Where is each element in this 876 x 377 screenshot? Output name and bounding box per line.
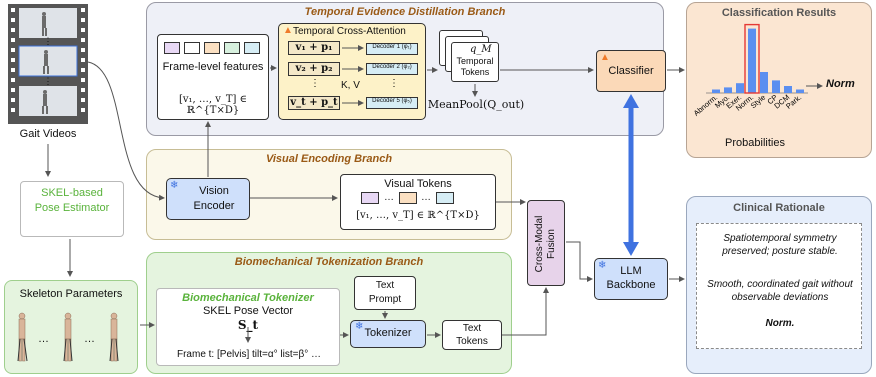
bio-tokenizer-title: Biomechanical Tokenizer — [182, 292, 314, 304]
classification-output: Norm — [826, 78, 855, 90]
fusion-box — [527, 200, 565, 286]
llm-box — [594, 258, 668, 300]
frame-line: Frame t: [Pelvis] tilt=α° list=β° … — [176, 349, 321, 360]
tokenizer-box — [350, 320, 426, 348]
vision-encoder-label: Vision Encoder — [193, 185, 235, 212]
chart-bar-park — [796, 89, 804, 93]
visual-branch-title: Visual Encoding Branch — [265, 153, 393, 165]
feature-chip-4 — [224, 42, 240, 54]
chart-bar-exer — [736, 83, 744, 93]
s-t-label: S_t — [237, 318, 259, 332]
flame-icon-attention: ▲ — [283, 25, 293, 36]
meanpool-label: MeanPool(Q_out) — [427, 98, 525, 111]
gait-videos-label: Gait Videos — [19, 128, 77, 140]
classifier-label: Classifier — [608, 65, 654, 77]
chart-bar-myo — [724, 87, 732, 93]
chart-bar-style — [760, 72, 768, 93]
rationale-verdict: Norm. — [765, 318, 795, 329]
temporal-tokens-label: Temporal Tokens — [456, 56, 494, 77]
dots-left: ⋮ — [310, 78, 320, 89]
skeleton-ellipsis-2: … — [84, 333, 95, 345]
vision-encoder-box — [166, 178, 250, 220]
feature-chip-2 — [184, 42, 200, 54]
cross-attention-title: Temporal Cross-Attention — [293, 26, 406, 37]
query-box-3 — [288, 96, 340, 110]
query-box-1 — [288, 41, 340, 55]
feature-chip-1 — [164, 42, 180, 54]
temporal-branch-title: Temporal Evidence Distillation Branch — [304, 6, 506, 18]
snowflake-icon-llm: ❄ — [598, 260, 607, 271]
svg-text:⋮: ⋮ — [44, 76, 53, 86]
bio-branch-title: Biomechanical Tokenization Branch — [234, 256, 424, 268]
classifier-box — [596, 50, 666, 92]
pose-estimator-label: SKEL-based Pose Estimator — [34, 187, 110, 214]
text-tokens-label: Text Tokens — [456, 323, 488, 347]
text-prompt-box — [354, 276, 416, 310]
text-prompt-label: Text Prompt — [368, 280, 402, 305]
visual-chip-3 — [436, 192, 454, 204]
decoder-label-3: Decoder 5 (φ₅) — [372, 98, 412, 104]
rationale-title: Clinical Rationale — [733, 202, 825, 214]
pose-vector-label: SKEL Pose Vector — [202, 305, 294, 317]
rationale-card — [696, 223, 862, 349]
flame-icon-classifier: ▲ — [600, 52, 610, 63]
query-box-2 — [288, 62, 340, 76]
decoder-label-1: Decoder 1 (φ₁) — [372, 44, 412, 50]
query-label-3: v_t + p_t — [290, 97, 338, 108]
frame-features-label: Frame-level features — [162, 61, 264, 73]
visual-ellipsis-2: … — [421, 192, 431, 203]
pose-estimator-box — [20, 181, 124, 237]
chart-highlight-box — [744, 23, 760, 94]
probabilities-label: Probabilities — [725, 137, 785, 149]
text-tokens-box — [442, 320, 502, 350]
decoder-box-3 — [366, 97, 418, 109]
llm-label: LLM Backbone — [606, 265, 656, 291]
query-label-1: v₁ + p₁ — [295, 42, 333, 53]
temporal-token-card — [451, 42, 499, 82]
kv-label: K, V — [341, 80, 360, 91]
chart-bar-norm — [748, 28, 756, 94]
chart-bar-cp — [772, 80, 780, 93]
skeleton-ellipsis-1: … — [38, 333, 49, 345]
classification-title: Classification Results — [721, 7, 837, 19]
rationale-line-1: Spatiotemporal symmetry preserved; postu… — [722, 233, 838, 257]
svg-text:⋮: ⋮ — [44, 36, 53, 46]
visual-chip-1 — [361, 192, 379, 204]
classification-panel — [686, 2, 872, 158]
snowflake-icon-tokenizer: ❄ — [355, 321, 364, 332]
dots-right: ⋮ — [389, 78, 399, 89]
chart-bar-abnorm — [712, 89, 720, 93]
decoder-label-2: Decoder 2 (φ₂) — [372, 64, 412, 70]
visual-tokens-math: [v₁, …, v_T] ∈ ℝ^{T×D} — [356, 210, 480, 221]
query-label-2: v₂ + p₂ — [295, 63, 333, 74]
decoder-box-1 — [366, 43, 418, 55]
tokenizer-label: Tokenizer — [364, 327, 412, 339]
snowflake-icon-vision: ❄ — [170, 180, 179, 191]
visual-tokens-label: Visual Tokens — [384, 178, 452, 190]
rationale-line-2: Smooth, coordinated gait without observa… — [707, 279, 853, 303]
feature-chip-3 — [204, 42, 220, 54]
qm-label: q_M — [470, 44, 492, 55]
decoder-box-2 — [366, 63, 418, 75]
chart-bar-dcm — [784, 86, 792, 93]
feature-chip-5 — [244, 42, 260, 54]
visual-ellipsis-1: … — [384, 192, 394, 203]
frame-features-math: [v₁, …, v_T] ∈ ℝ^{T×D} — [178, 94, 248, 116]
skeleton-parameters-label: Skeleton Parameters — [19, 288, 123, 300]
visual-chip-2 — [399, 192, 417, 204]
